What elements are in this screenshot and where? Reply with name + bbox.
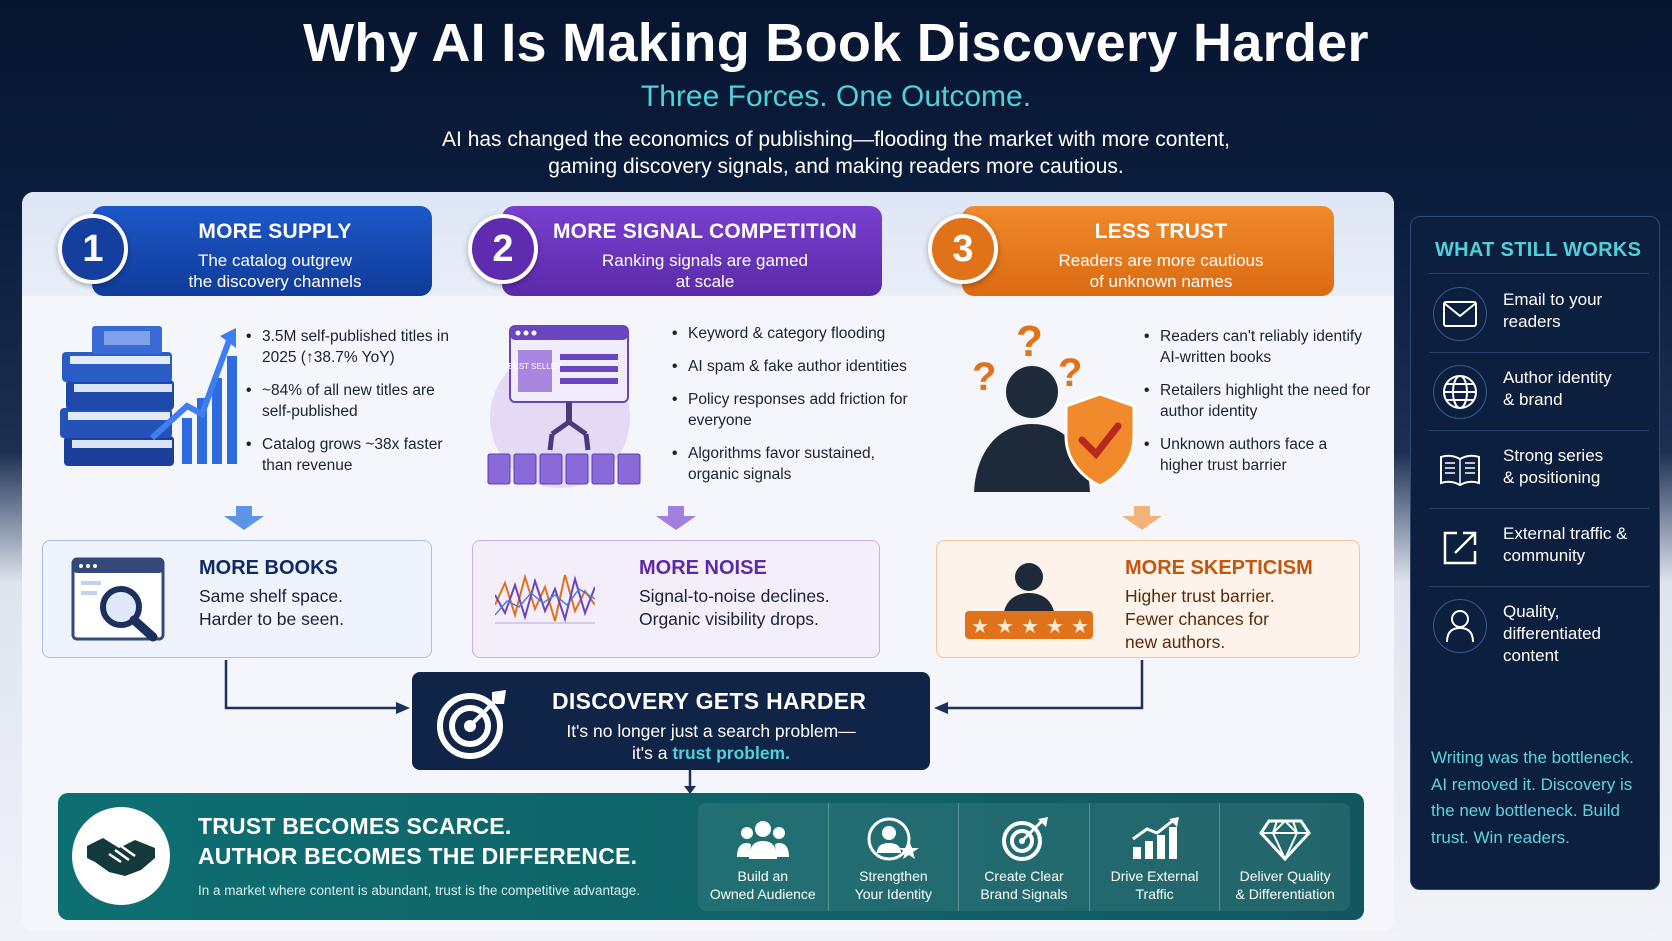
svg-text:?: ? — [1016, 320, 1043, 366]
growth-chart-icon — [1131, 817, 1179, 859]
list-item: AI spam & fake author identities — [672, 356, 912, 377]
list-item: Policy responses add friction for everyo… — [672, 389, 912, 431]
list-item: Readers can't reliably identify AI-writt… — [1144, 326, 1374, 368]
page-subtitle: Three Forces. One Outcome. — [640, 80, 1032, 113]
action-brand-signals: Create Clear Brand Signals — [959, 803, 1090, 911]
list-item: Catalog grows ~38x faster than revenue — [246, 434, 456, 476]
svg-text:★: ★ — [1046, 614, 1064, 638]
force-1-number: 1 — [58, 214, 128, 284]
target-icon — [437, 690, 506, 759]
trust-banner: TRUST BECOMES SCARCE. AUTHOR BECOMES THE… — [58, 793, 1364, 920]
action-strengthen-identity: Strengthen Your Identity — [829, 803, 960, 911]
page-title: Why AI Is Making Book Discovery Harder — [303, 13, 1369, 73]
handshake-icon — [72, 807, 170, 905]
result-more-books: MORE BOOKS Same shelf space. Harder to b… — [42, 540, 432, 658]
star-rating-user-icon: ★ ★ ★ ★ ★ — [965, 563, 1093, 639]
intro-text: AI has changed the economics of publishi… — [442, 128, 1230, 178]
uncertain-reader-shield-icon: ? ? ? — [972, 320, 1136, 492]
force-3-header: LESS TRUST Readers are more cautious of … — [962, 206, 1334, 296]
list-item: Algorithms favor sustained, organic sign… — [672, 443, 912, 485]
search-window-icon — [71, 557, 165, 642]
user-star-icon — [867, 817, 920, 861]
force-3-number: 3 — [928, 214, 998, 284]
side-item-author-identity: Author identity& brand — [1429, 353, 1649, 431]
arrow-down-icon — [656, 506, 696, 530]
claw-manipulation-icon: BEST SELLER — [487, 325, 641, 488]
force-3-bullets: Readers can't reliably identify AI-writt… — [1144, 326, 1374, 488]
action-quality: Deliver Quality & Differentiation — [1220, 803, 1350, 911]
target-icon — [1001, 817, 1048, 861]
person-icon — [1433, 599, 1487, 653]
force-1-header: MORE SUPPLY The catalog outgrew the disc… — [92, 206, 432, 296]
svg-text:?: ? — [972, 355, 996, 399]
result-more-skepticism: ★★★★★ MORE SKEPTICISM Higher trust barri… — [936, 540, 1360, 658]
side-item-strong-series: Strong series& positioning — [1429, 431, 1649, 509]
discovery-harder-box: DISCOVERY GETS HARDER It's no longer jus… — [412, 672, 930, 770]
arrow-down-icon — [1122, 506, 1162, 530]
external-link-icon — [1433, 521, 1487, 575]
list-item: ~84% of all new titles are self-publishe… — [246, 380, 456, 422]
force-2-header: MORE SIGNAL COMPETITION Ranking signals … — [502, 206, 882, 296]
svg-text:★: ★ — [1071, 614, 1089, 638]
svg-text:★: ★ — [1021, 614, 1039, 638]
list-item: Keyword & category flooding — [672, 323, 912, 344]
divider — [1429, 273, 1649, 274]
svg-text:?: ? — [1058, 351, 1082, 395]
result-more-noise: MORE NOISE Signal-to-noise declines. Org… — [472, 540, 880, 658]
trust-actions: Build an Owned Audience Strengthen Your … — [698, 803, 1350, 911]
book-stack-growth-icon — [60, 326, 237, 466]
list-item: 3.5M self-published titles in 2025 (↑38.… — [246, 326, 456, 368]
arrow-down-icon — [224, 506, 264, 530]
globe-icon — [1433, 365, 1487, 419]
best-seller-badge: BEST SELLER — [508, 362, 562, 371]
side-footer: Writing was the bottleneck. AI removed i… — [1431, 748, 1634, 847]
force-2-bullets: Keyword & category flooding AI spam & fa… — [672, 323, 912, 497]
noisy-signal-icon — [495, 573, 595, 624]
diamond-icon — [1259, 819, 1312, 861]
side-item-external-traffic: External traffic &community — [1429, 509, 1649, 587]
book-icon — [1433, 443, 1487, 497]
svg-text:★: ★ — [996, 614, 1014, 638]
force-2-number: 2 — [468, 214, 538, 284]
mail-icon — [1433, 287, 1487, 341]
list-item: Unknown authors face a higher trust barr… — [1144, 434, 1374, 476]
force-1-bullets: 3.5M self-published titles in 2025 (↑38.… — [246, 326, 456, 488]
action-owned-audience: Build an Owned Audience — [698, 803, 829, 911]
list-item: Retailers highlight the need for author … — [1144, 380, 1374, 422]
users-icon — [736, 821, 789, 859]
action-external-traffic: Drive External Traffic — [1090, 803, 1221, 911]
svg-text:★: ★ — [971, 614, 989, 638]
